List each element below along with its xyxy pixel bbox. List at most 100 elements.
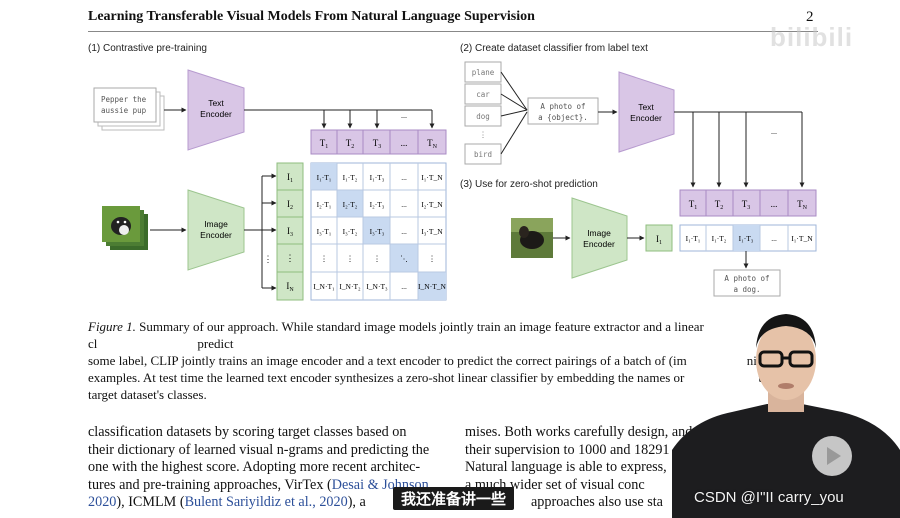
text-token: TN (427, 138, 438, 150)
caption-label: Figure 1. (88, 319, 136, 334)
text-encoder-1: Text Encoder (187, 69, 245, 151)
matrix-cell: ⋮ (346, 254, 354, 263)
label-bird: bird (474, 150, 492, 159)
matrix-cell: I₃·T₂ (343, 227, 358, 236)
matrix-cell: I_N·T₁ (313, 282, 335, 291)
body-line: classification datasets by scoring targe… (88, 424, 407, 440)
text-token-row-1: T1 T2 T3 ... TN (310, 129, 447, 155)
matrix-cell: I₃·T₁ (317, 227, 332, 236)
score-cell: I₁·T₃ (739, 234, 754, 243)
input-text-line1: Pepper the (101, 95, 147, 104)
header-rule (88, 31, 818, 32)
label-car: car (476, 90, 490, 99)
body-text: ), ICMLM ( (116, 494, 185, 511)
image-token: IN (286, 281, 294, 293)
output-line2: a dog. (733, 285, 760, 294)
text-token-row-2: T1 T2 T3 ... TN (679, 189, 817, 217)
body-line: their supervision to 1000 and 18291 (465, 441, 670, 458)
input-image-stack (102, 206, 148, 250)
score-cell: ... (771, 234, 777, 243)
caption-text-3: examples. At test time the learned text … (88, 370, 685, 385)
matrix-cell: I₂·T_N (421, 200, 443, 209)
label-plane: plane (472, 68, 495, 77)
svg-text:⋮: ⋮ (264, 254, 273, 264)
score-cell: I₁·T₁ (686, 234, 701, 243)
matrix-cell: I_N·T₃ (366, 282, 388, 291)
text-token: TN (797, 199, 808, 211)
caption-line-4: target dataset's classes. (88, 386, 818, 403)
body-line: Natural language is able to express, (465, 459, 667, 476)
citation-link[interactable]: 2020 (88, 494, 117, 511)
bilibili-logo: bilibili (770, 22, 854, 52)
image-token: I3 (287, 226, 293, 238)
svg-text:...: ... (401, 111, 407, 120)
panel1-title: (1) Contrastive pre-training (88, 43, 207, 54)
image-token: ⋮ (286, 253, 295, 263)
matrix-cell: I_N·T₂ (339, 282, 361, 291)
image-encoder-1-label-b: Encoder (200, 230, 232, 240)
caption-tail-1: predict (197, 336, 234, 351)
matrix-cell: I₂·T₃ (370, 200, 385, 209)
image-token: I2 (287, 199, 293, 211)
text-encoder-2-label-b: Encoder (630, 113, 662, 123)
image-token: I1 (287, 172, 293, 184)
panel3-title: (3) Use for zero-shot prediction (460, 179, 598, 190)
matrix-cell: I₁·T₂ (343, 173, 358, 182)
matrix-cell: I₃·T_N (421, 227, 443, 236)
label-dog: dog (476, 112, 490, 121)
image-encoder-2: Image Encoder (571, 197, 628, 279)
csdn-watermark: CSDN @I"II carry_you (694, 489, 844, 506)
output-line1: A photo of (724, 274, 769, 283)
label-list: plane car dog ⋮ bird (464, 61, 502, 165)
body-column-left: classification datasets by scoring targe… (88, 424, 448, 512)
matrix-cell: I₃·T₃ (370, 227, 385, 236)
matrix-cell: ⋮ (320, 254, 328, 263)
caption-text-4: target dataset's classes. (88, 387, 207, 402)
body-line: one with the highest score. Adopting mor… (88, 459, 421, 476)
citation-link[interactable]: Bulent Sariyildiz et al., 2020 (184, 494, 348, 511)
body-line: 2020), ICMLM (Bulent Sariyildiz et al., … (88, 494, 448, 512)
similarity-matrix: I₁·T₁ I₁·T₂ I₁·T₃ ... I₁·T_N I₂·T₁ I₂·T₂… (310, 162, 447, 301)
text-token: T3 (373, 138, 382, 150)
text-token: T1 (320, 138, 329, 150)
input-text-line2: aussie pup (101, 106, 147, 115)
text-token: T3 (742, 199, 751, 211)
matrix-cell: I_N·T_N (418, 282, 446, 291)
matrix-cell: ... (401, 200, 407, 209)
image-encoder-1-label-a: Image (204, 219, 228, 229)
text-encoder-2-label-a: Text (638, 102, 654, 112)
presenter-video (672, 314, 900, 518)
score-cell: I₁·T_N (791, 234, 813, 243)
clip-figure: (1) Contrastive pre-training (2) Create … (88, 43, 817, 301)
text-encoder-1-label-a: Text (208, 98, 224, 108)
image-token-column-1: I1 I2 I3 ⋮ IN (276, 162, 304, 301)
image-encoder-2-label-b: Encoder (583, 239, 615, 249)
prompt-template: A photo of a {object}. (527, 97, 599, 125)
body-line: approaches also use sta (531, 494, 663, 511)
body-text: ), a (347, 494, 366, 511)
matrix-cell: ⋮ (373, 254, 381, 263)
caption-text-2: some label, CLIP jointly trains an image… (88, 353, 687, 368)
score-cell: I₁·T₂ (712, 234, 727, 243)
matrix-cell: I₁·T_N (421, 173, 443, 182)
matrix-cell: ... (401, 282, 407, 291)
play-button[interactable] (812, 436, 852, 476)
panel2-title: (2) Create dataset classifier from label… (460, 43, 648, 54)
text-token: ... (771, 199, 778, 209)
svg-text:I1: I1 (656, 234, 662, 246)
text-encoder-1-label-b: Encoder (200, 109, 232, 119)
body-line: their dictionary of learned visual n-gra… (88, 441, 430, 458)
text-token: ... (401, 138, 408, 148)
matrix-cell: ... (401, 227, 407, 236)
matrix-cell: I₂·T₁ (317, 200, 332, 209)
label-vdots: ⋮ (479, 130, 487, 139)
caption-line-1: Figure 1. Summary of our approach. While… (88, 318, 818, 352)
body-text: tures and pre-training approaches, VirTe… (88, 476, 332, 493)
prediction-output: A photo of a dog. (713, 269, 781, 297)
matrix-cell: ⋮ (428, 254, 436, 263)
input-text-stack: Pepper the aussie pup (93, 87, 165, 131)
image-token-query (645, 224, 673, 252)
template-line1: A photo of (540, 102, 585, 111)
matrix-cell: ... (401, 173, 407, 182)
zero-shot-scores: I₁·T₁ I₁·T₂ I₁·T₃ ... I₁·T_N (679, 224, 817, 252)
